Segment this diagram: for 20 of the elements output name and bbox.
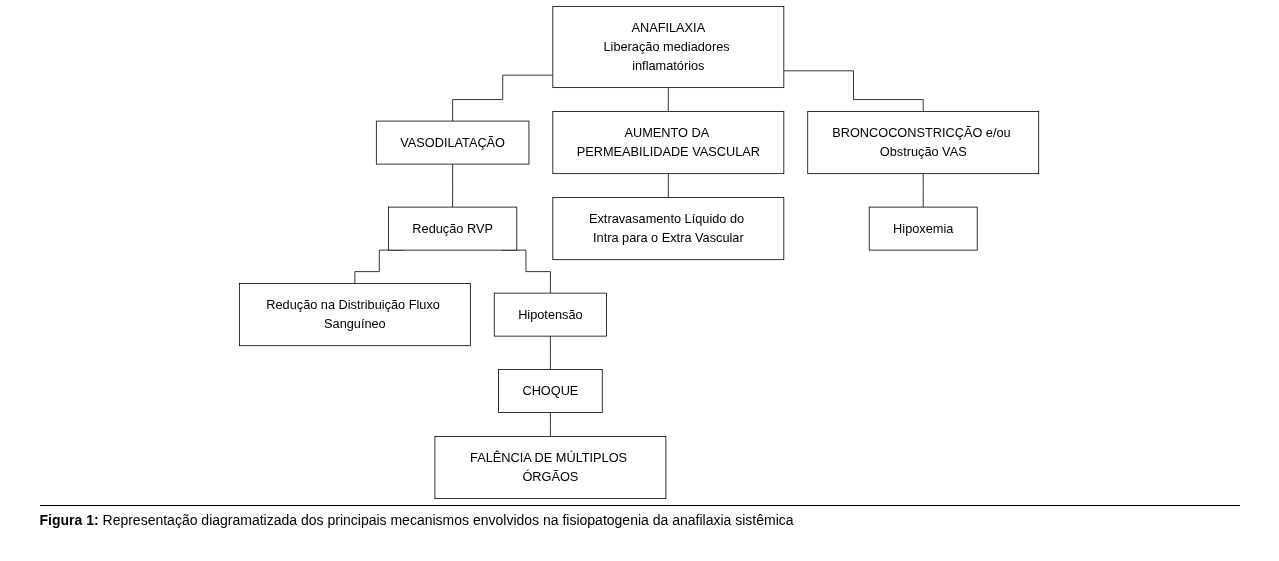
node-box: CHOQUE bbox=[498, 369, 604, 413]
node-box: VASODILATAÇÃO bbox=[376, 120, 530, 165]
connector bbox=[923, 173, 925, 208]
node-box: BRONCOCONSTRICÇÃO e/ou Obstrução VAS bbox=[807, 111, 1040, 175]
node-box: Redução na Distribuição Fluxo Sanguíneo bbox=[239, 283, 472, 347]
node-box: Extravasamento Líquido do Intra para o Extra Vascular bbox=[552, 197, 785, 261]
connector bbox=[550, 412, 552, 437]
node-box: ANAFILAXIA Liberação mediadores inflamatórios bbox=[552, 5, 785, 89]
node-box: FALÊNCIA DE MÚLTIPLOS ÓRGÃOS bbox=[434, 436, 667, 499]
connector bbox=[668, 87, 670, 112]
connector bbox=[783, 70, 925, 112]
node-box: Hipoxemia bbox=[869, 206, 979, 251]
figure-caption: Figura 1: Representação diagramatizada dos principais mecanismos envolvidos na fisiopatogenia da anafilaxia sistêmica bbox=[39, 505, 1240, 528]
connector bbox=[452, 74, 554, 122]
node-box: Redução RVP bbox=[388, 206, 518, 251]
connector bbox=[668, 173, 670, 198]
node-box: AUMENTO DA PERMEABILIDADE VASCULAR bbox=[552, 111, 785, 175]
connector bbox=[550, 335, 552, 370]
node-box: Hipotensão bbox=[494, 292, 608, 337]
connector bbox=[452, 163, 454, 208]
